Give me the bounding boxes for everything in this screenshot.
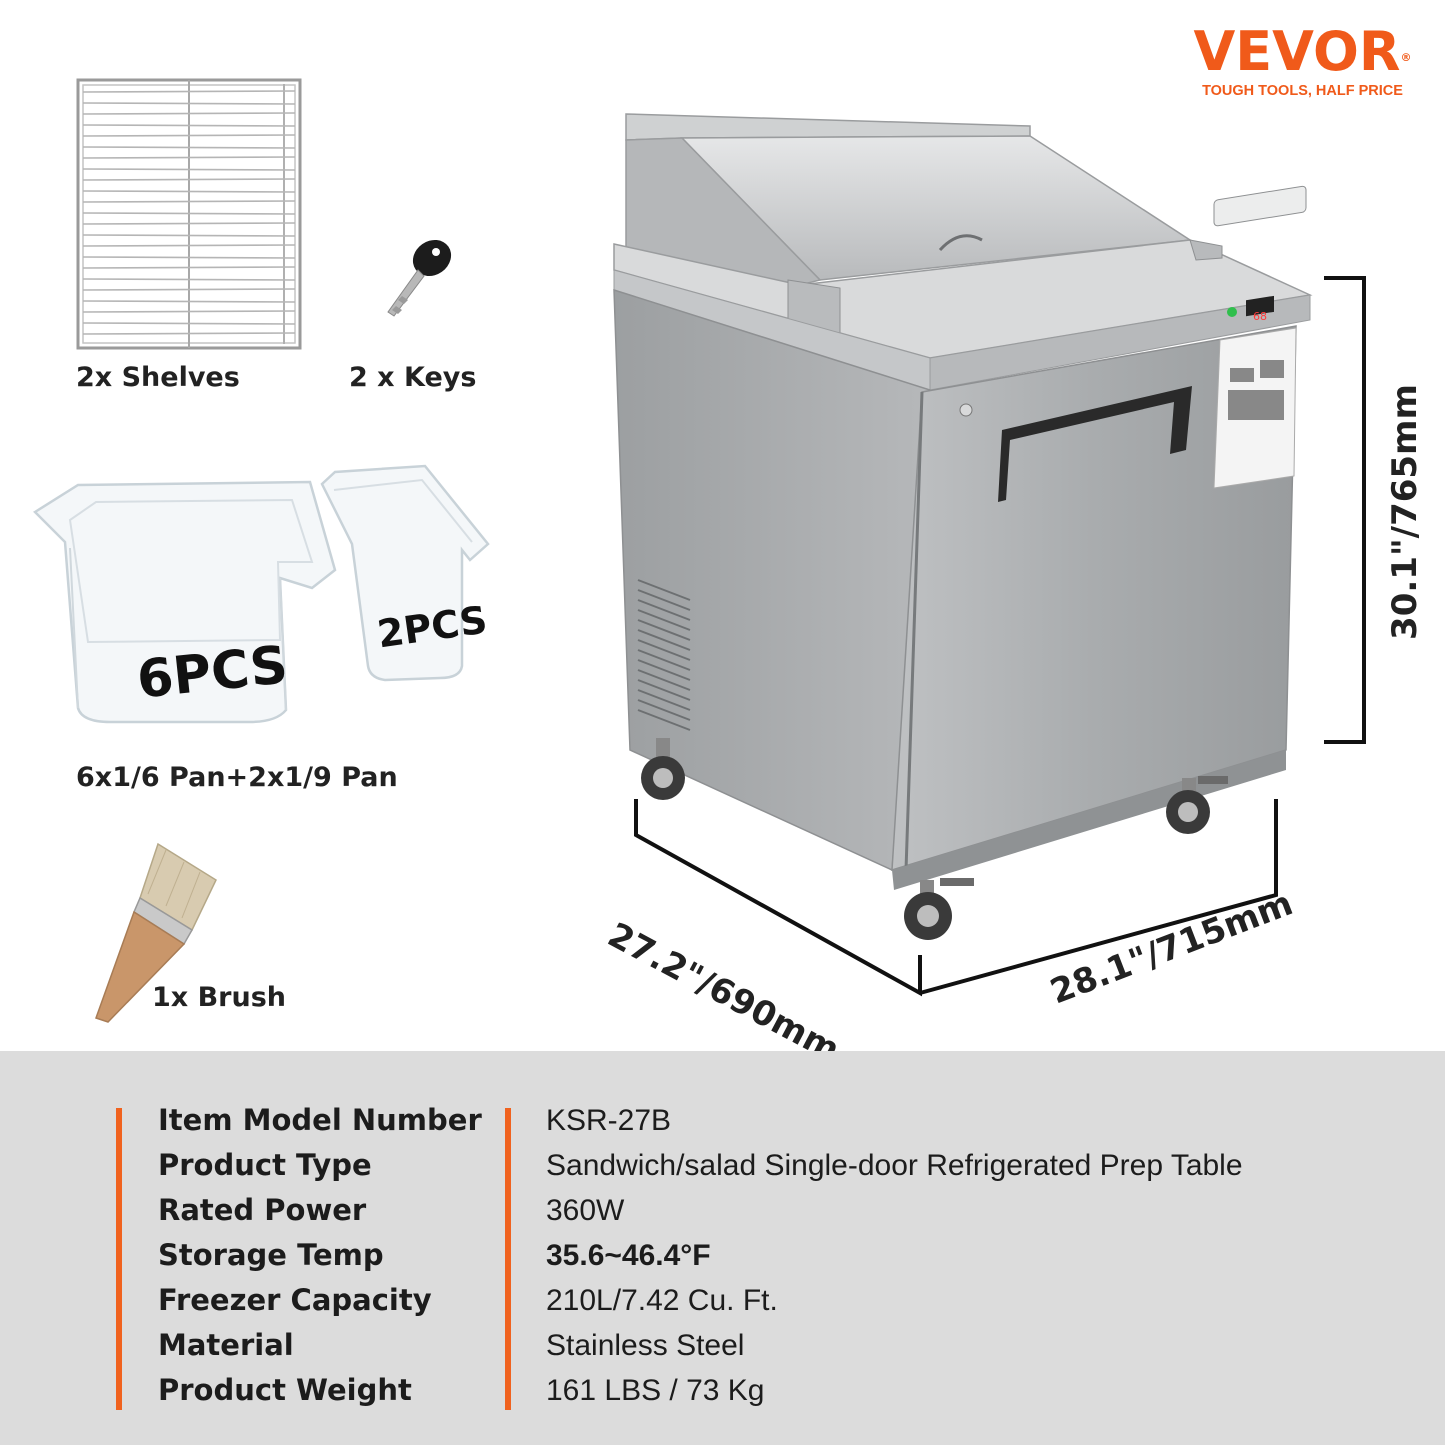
shelf-wire: [82, 222, 296, 225]
key-image: [387, 239, 452, 317]
display-readout: 68: [1253, 310, 1267, 323]
spec-label-material: Material: [158, 1328, 294, 1362]
spec-panel: [0, 1051, 1445, 1445]
height-dimension: 30.1"/765mm: [1385, 384, 1425, 640]
shelf-wire: [82, 310, 296, 313]
base-dimension-lines: [634, 799, 1278, 997]
shelves-label: 2x Shelves: [76, 362, 240, 393]
height-dimension-line: [1324, 276, 1366, 744]
shelf-wire: [82, 168, 296, 171]
brush-image: [95, 842, 217, 1023]
keys-label: 2 x Keys: [349, 362, 477, 393]
spec-value-weight: 161 LBS / 73 Kg: [546, 1374, 765, 1407]
registered-mark: ®: [1400, 51, 1412, 64]
spec-label-temp: Storage Temp: [158, 1238, 384, 1272]
shelf-wire: [82, 212, 296, 215]
shelf-wire: [82, 112, 296, 115]
shelf-wire: [82, 124, 296, 127]
spec-accent-bar-right: [505, 1108, 511, 1410]
spec-accent-bar-left: [116, 1108, 122, 1410]
brush-label: 1x Brush: [152, 982, 287, 1013]
brand-name: VEVOR®: [1193, 20, 1412, 83]
spec-label-type: Product Type: [158, 1148, 372, 1182]
pans-label: 6x1/6 Pan+2x1/9 Pan: [76, 762, 398, 793]
spec-values: KSR-27B Sandwich/salad Single-door Refri…: [546, 1098, 1243, 1413]
shelf-wire: [82, 178, 296, 181]
shelf-wire: [82, 146, 296, 149]
shelf-wire: [82, 190, 296, 193]
spec-value-type: Sandwich/salad Single-door Refrigerated …: [546, 1149, 1243, 1182]
prep-table-image: 68: [613, 113, 1313, 940]
shelf-wire: [82, 278, 296, 281]
shelf-wire: [82, 200, 296, 203]
spec-labels: Item Model Number Product Type Rated Pow…: [158, 1098, 482, 1413]
shelf-wire: [82, 234, 296, 237]
shelf-wire: [82, 322, 296, 325]
spec-label-capacity: Freezer Capacity: [158, 1283, 432, 1317]
spec-value-model: KSR-27B: [546, 1104, 672, 1137]
shelf-wire: [82, 134, 296, 137]
small-pan: 2PCS: [320, 464, 490, 682]
shelf-wire: [82, 288, 296, 291]
caster-wheels: [641, 738, 1228, 940]
brand-tagline: TOUGH TOOLS, HALF PRICE: [1202, 83, 1403, 99]
spec-value-capacity: 210L/7.42 Cu. Ft.: [546, 1284, 778, 1317]
food-pans-image: 6PCS 2PCS: [33, 464, 490, 724]
spec-value-temp: 35.6~46.4°F: [546, 1239, 711, 1272]
spec-value-power: 360W: [546, 1194, 625, 1227]
wire-shelf-image: [76, 78, 302, 350]
shelf-wire: [82, 266, 296, 269]
shelf-wire: [82, 332, 296, 335]
shelf-wire: [82, 256, 296, 259]
shelf-wire: [82, 300, 296, 303]
shelf-wire: [82, 90, 296, 93]
spec-label-model: Item Model Number: [158, 1103, 482, 1137]
shelf-wire: [82, 244, 296, 247]
spec-label-weight: Product Weight: [158, 1373, 412, 1407]
shelf-wire: [82, 156, 296, 159]
shelf-wire: [82, 102, 296, 105]
spec-label-power: Rated Power: [158, 1193, 367, 1227]
brand-logo: VEVOR® TOUGH TOOLS, HALF PRICE: [1190, 22, 1415, 100]
large-pan: 6PCS: [33, 480, 337, 724]
spec-value-material: Stainless Steel: [546, 1329, 745, 1362]
